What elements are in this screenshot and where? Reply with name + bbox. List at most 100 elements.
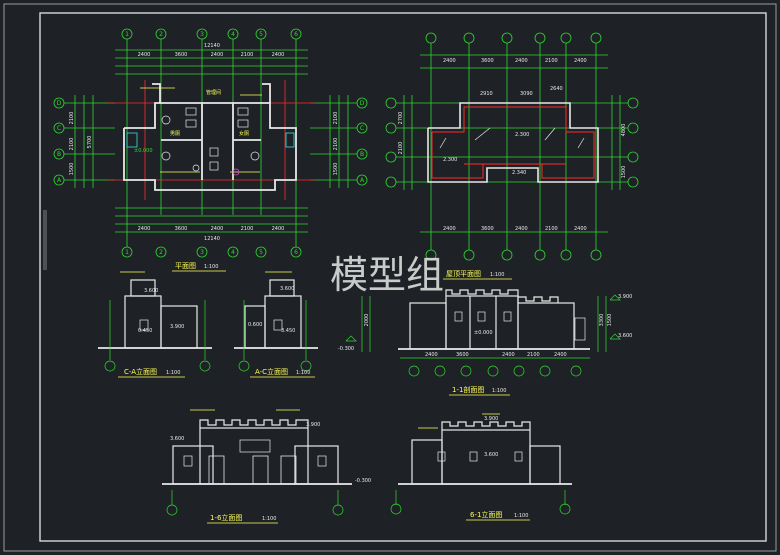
roof-title-block: 屋顶平面图 1:100 (443, 270, 512, 280)
plan-left-total: 5700 (87, 136, 93, 149)
section-axis (345, 294, 621, 377)
plan-bottom-dim-4: 2100 (241, 226, 254, 232)
title-strip (43, 210, 47, 270)
roof-bottom-dim-1: 2400 (443, 226, 456, 232)
section-bottom-dim-2: 3600 (456, 352, 469, 358)
roof-axis-top (420, 32, 608, 261)
section-labels: 2400 3600 2400 2100 2400 3.900 ±0.000 -0… (338, 294, 632, 358)
plan-axis-b2: 2 (159, 249, 163, 256)
plan-axis-b3: 3 (200, 249, 204, 256)
plan-axis-bottom-labels: 1 2 3 4 5 6 (125, 249, 298, 256)
elevation-a-c: 3.600 0.600 3.450 A-C立面图 1:100 (234, 271, 318, 378)
plan-room-women: 女厕 (239, 130, 249, 137)
section-level-1: 3.900 (618, 294, 632, 300)
roof-slope-3: 2.340 (512, 170, 526, 176)
roof-bottom-dim-3: 2400 (515, 226, 528, 232)
roof-bottom-dim-4: 2100 (545, 226, 558, 232)
elev-ca-scale: 1:100 (166, 370, 180, 376)
elev-ca-building (98, 279, 212, 349)
roof-top-dim-2: 3600 (481, 58, 494, 64)
elev-ca-title: C-A立面图 (124, 367, 157, 376)
elev-front-levels: 3.900 3.600 -0.300 (170, 422, 371, 484)
elev-back-levels: 3.900 3.600 (484, 416, 498, 458)
elev-front-level-2: 3.600 (170, 436, 184, 442)
roof-title: 屋顶平面图 (446, 270, 481, 278)
plan-elevation-mark: ±0.000 (134, 148, 153, 154)
elev-front-building (162, 419, 352, 485)
watermark-text: 模型组 (330, 253, 444, 297)
roof-labels: 2.300 2.300 2.340 2910 3090 2640 2400 36… (398, 58, 627, 232)
sheet-inner-border (39, 12, 767, 542)
roof-slope-2: 2.300 (443, 157, 457, 163)
roof-slope-1: 2.300 (515, 132, 529, 138)
plan-left-dim-1: 2100 (69, 112, 75, 125)
elev-front-level-3: -0.300 (355, 478, 371, 484)
section-side-dim-1: 2000 (364, 314, 370, 327)
plan-dim-top (115, 49, 308, 75)
section-level-4: 3.600 (618, 333, 632, 339)
roof-outline (427, 102, 599, 183)
roof-inner-dim-3: 2640 (550, 86, 563, 92)
section-side-dim-2: 3300 (599, 314, 605, 327)
elev-front-title-block: 1-6立面图 1:100 (207, 513, 278, 524)
section-level-3: -0.300 (338, 346, 354, 352)
plan-left-dim-2: 2100 (69, 138, 75, 151)
elev-ca-level-1: 3.600 (144, 288, 158, 294)
section-1-1: 2400 3600 2400 2100 2400 3.900 ±0.000 -0… (338, 289, 632, 396)
plan-annotation-marks (126, 87, 295, 176)
plan-axis-a: A (57, 177, 62, 184)
plan-red-axes (108, 80, 315, 200)
roof-scale: 1:100 (490, 272, 504, 278)
floor-plan: 12140 2400 3600 2400 2100 2400 2400 3600… (53, 28, 368, 272)
roof-right-dim-1: 4800 (621, 124, 627, 137)
plan-walls (123, 83, 297, 191)
plan-axis-top (121, 28, 302, 215)
plan-axis-top-labels: 1 2 3 4 5 6 (125, 31, 298, 38)
plan-top-dim-5: 2400 (272, 52, 285, 58)
plan-top-dim-4: 2100 (241, 52, 254, 58)
plan-axis-5: 5 (259, 31, 263, 38)
elevation-1-6: 3.900 3.600 -0.300 1-6立面图 1:100 (162, 409, 371, 524)
section-title-block: 1-1剖面图 1:100 (449, 385, 510, 396)
elev-back-axis (390, 413, 571, 515)
elevation-c-a: 3.600 0.450 3.900 C-A立面图 1:100 (98, 271, 212, 378)
elev-ac-scale: 1:100 (296, 370, 310, 376)
roof-inner-dim-2: 3090 (520, 91, 533, 97)
plan-bottom-dim-5: 2400 (272, 226, 285, 232)
elev-ca-level-3: 3.900 (170, 324, 184, 330)
elev-ca-axis (104, 271, 211, 372)
roof-inner-dim-1: 2910 (480, 91, 493, 97)
elev-ac-level-2: 0.600 (248, 322, 262, 328)
plan-axis-3: 3 (200, 31, 204, 38)
plan-room-admin: 管理间 (206, 89, 221, 96)
roof-left-dim-2: 2100 (398, 142, 404, 155)
plan-left-dim-labels: 2100 2100 1500 5700 2100 2100 1500 (69, 112, 339, 176)
plan-title-block: 平面图 1:100 (172, 262, 226, 272)
section-scale: 1:100 (492, 388, 506, 394)
elevation-6-1: 3.900 3.600 6-1立面图 1:100 (390, 413, 572, 521)
plan-axis-c: C (57, 125, 61, 132)
section-bottom-dim-5: 2400 (554, 352, 567, 358)
plan-axis-rc: C (360, 125, 364, 132)
plan-scale: 1:100 (204, 264, 218, 270)
roof-left-dim-1: 2700 (398, 112, 404, 125)
plan-axis-ra: A (360, 177, 365, 184)
roof-slope-arrows (439, 127, 585, 149)
plan-bottom-dim-2: 3600 (175, 226, 188, 232)
elev-ac-level-3: 3.450 (281, 328, 295, 334)
sheet-outer-border (3, 3, 777, 552)
plan-axis-rb: B (360, 151, 364, 158)
plan-axis-b5: 5 (259, 249, 263, 256)
plan-axis-left (53, 95, 368, 188)
elev-ca-title-block: C-A立面图 1:100 (118, 367, 185, 378)
plan-axis-rd: D (360, 100, 365, 107)
section-bottom-dim-3: 2400 (502, 352, 515, 358)
elev-back-level-2: 3.600 (484, 452, 498, 458)
plan-total-top: 12140 (204, 43, 220, 49)
plan-axis-left-labels: D C B A D C B A (57, 100, 365, 184)
roof-plan: 2.300 2.300 2.340 2910 3090 2640 2400 36… (385, 32, 639, 280)
elev-back-title-block: 6-1立面图 1:100 (466, 510, 530, 521)
elev-back-building (398, 421, 572, 485)
plan-axis-d: D (57, 100, 62, 107)
